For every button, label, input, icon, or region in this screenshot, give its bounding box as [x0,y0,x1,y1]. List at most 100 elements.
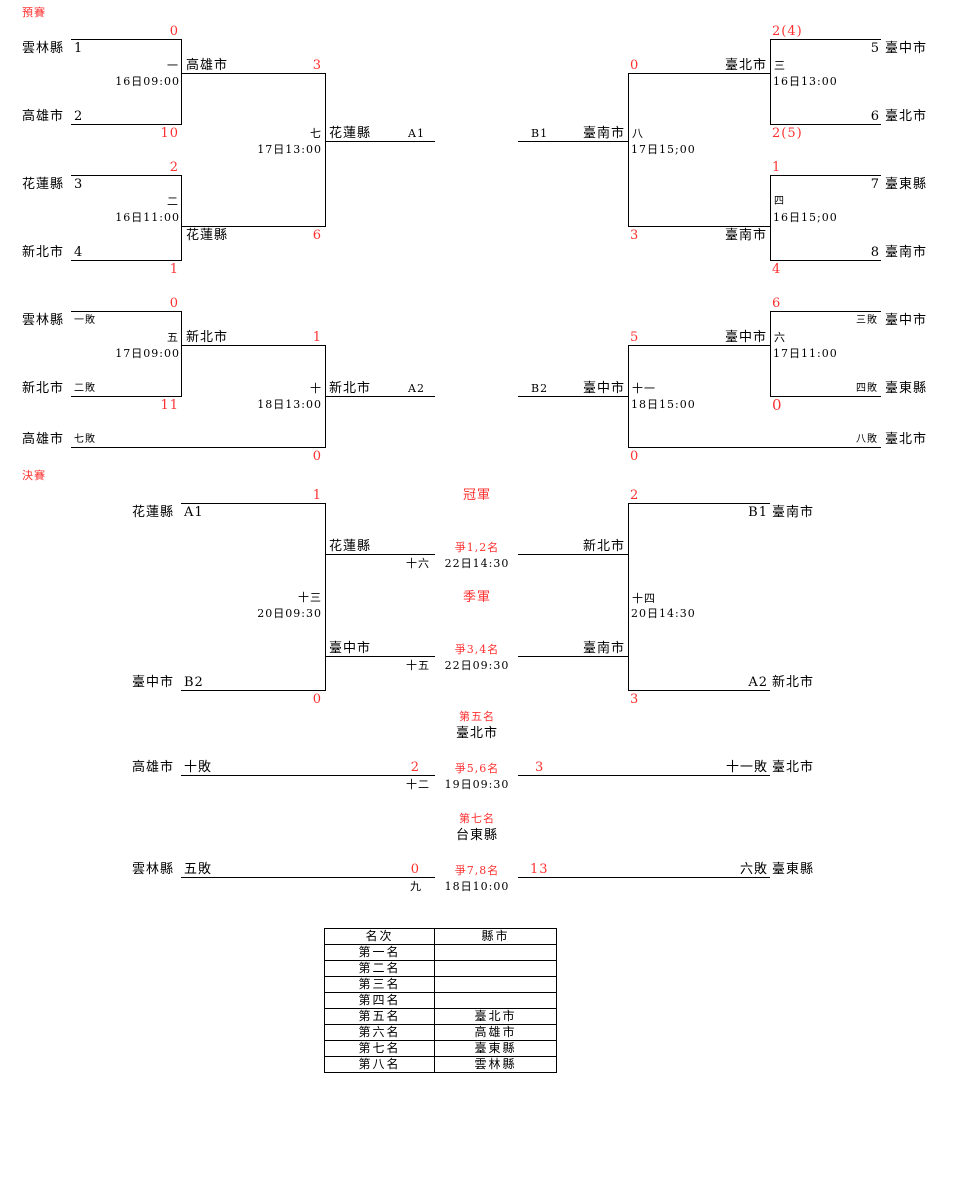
table-row: 第二名 [324,960,557,977]
game-time: 16日15;00 [773,211,838,224]
game-time: 16日09:00 [115,75,180,88]
score: 1 [312,488,322,503]
team-name: 雲林縣 [132,862,175,877]
rank-cell: 第八名 [324,1056,435,1073]
game-number: 八 [632,127,644,140]
table-row: 第四名 [324,992,557,1009]
table-row: 第七名 臺東縣 [324,1040,557,1057]
slot-label: B1 [748,505,768,520]
bracket-line [181,775,435,776]
bracket-line [628,73,770,74]
source-label: 十敗 [184,760,213,775]
source-label: 七敗 [74,434,96,445]
bracket-line [181,226,325,227]
score: 6 [312,228,322,243]
game-number: 二 [167,195,179,208]
game-number: 六 [774,331,786,344]
rank-cell: 第一名 [324,944,435,961]
bracket-line [181,690,325,691]
slot-label: B2 [531,382,549,395]
source-label: 二敗 [74,383,96,394]
score: 0 [772,396,783,414]
bracket-line [325,656,435,657]
rank-cell: 第五名 [324,1008,435,1025]
team-name: 雲林縣 [22,41,65,56]
rank-cell: 第四名 [324,992,435,1009]
slot-label: A2 [748,675,768,690]
team-name: 臺東縣 [885,381,928,396]
score: 1 [772,160,782,175]
score: 1 [169,262,179,277]
game-time: 16日11:00 [115,211,180,224]
ranking-table: 名次 縣市 第一名 第二名 第三名 第四名 第五名 臺北市 第六名 高雄市 第七… [324,928,557,1073]
game-number: 四 [774,196,785,207]
table-row: 第五名 臺北市 [324,1008,557,1025]
game-time: 18日13:00 [257,398,322,411]
team-name: 高雄市 [22,109,65,124]
table-row: 第八名 雲林縣 [324,1056,557,1073]
bracket-line [518,656,628,657]
bracket-line [325,503,326,691]
team-cell: 雲林縣 [434,1056,557,1073]
winner-name: 新北市 [186,330,229,345]
team-name: 臺東縣 [885,177,928,192]
game-time: 22日14:30 [444,557,510,570]
bracket-line [518,877,770,878]
winner-name: 臺南市 [724,228,767,243]
fifth-title: 第五名 [459,710,495,723]
bracket-line [71,311,181,312]
team-name: 高雄市 [132,760,175,775]
match-label: 爭5,6名 [454,762,500,775]
slot-label: B2 [184,675,204,690]
team-name: 臺南市 [885,245,928,260]
game-time: 19日09:30 [444,778,510,791]
team-cell [434,976,557,993]
seed-number: 8 [870,245,880,260]
source-label: 八敗 [856,434,878,445]
team-cell: 臺東縣 [434,1040,557,1057]
score: 2 [410,760,420,775]
game-time: 20日09:30 [257,607,322,620]
winner-name: 臺北市 [724,58,767,73]
game-time: 17日15;00 [631,143,696,156]
rank-cell: 第二名 [324,960,435,977]
match-label: 爭1,2名 [454,541,500,554]
table-row: 第一名 [324,944,557,961]
slot-label: A1 [184,505,204,520]
team-name: 臺東縣 [772,862,815,877]
winner-name: 臺中市 [582,381,625,396]
seventh-title: 第七名 [459,812,495,825]
seed-number: 5 [870,41,880,56]
match-label: 爭7,8名 [454,864,500,877]
game-number: 三 [774,59,786,72]
bracket-line [770,175,881,176]
team-cell [434,944,557,961]
bracket-line [770,396,881,397]
bracket-line [325,141,435,142]
bracket-line [628,447,881,448]
game-number: 十六 [406,557,430,570]
score: 2(5) [772,126,803,141]
score: 6 [772,296,782,311]
source-label: 四敗 [856,383,878,394]
game-time: 20日14:30 [631,607,696,620]
team-cell [434,992,557,1009]
source-label: 三敗 [856,315,878,326]
seed-number: 1 [74,41,84,56]
bracket-line [181,503,325,504]
team-cell [434,960,557,977]
score: 0 [630,58,640,73]
bracket-line [325,73,326,227]
game-number: 十二 [406,778,430,791]
rank-cell: 第七名 [324,1040,435,1057]
game-number: 五 [167,331,179,344]
team-name: 臺南市 [772,505,815,520]
score: 3 [630,228,640,243]
finalist-name: 臺南市 [582,641,625,656]
bracket-line [770,260,881,261]
score: 10 [160,126,179,141]
team-name: 臺中市 [885,313,928,328]
bracket-line [181,345,325,346]
bracket-line [628,690,770,691]
score: 0 [630,449,640,464]
